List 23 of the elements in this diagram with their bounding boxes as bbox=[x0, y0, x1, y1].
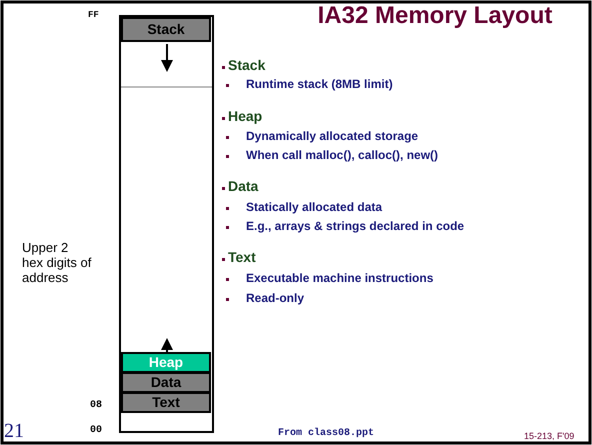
source-note: From class08.ppt bbox=[278, 428, 374, 439]
stack-segment: Stack bbox=[121, 17, 211, 42]
bullet-text: Runtime stack (8MB limit) bbox=[222, 77, 393, 91]
heap-segment: Heap bbox=[121, 352, 211, 373]
text-segment: Text bbox=[121, 392, 211, 413]
bullet-text: When call malloc(), calloc(), new() bbox=[222, 148, 438, 162]
axis-note: Upper 2 hex digits of address bbox=[22, 240, 92, 285]
address-label: 00 bbox=[90, 425, 102, 436]
bullet-text: Statically allocated data bbox=[222, 200, 382, 214]
bullet-heading: Heap bbox=[222, 108, 262, 124]
course-label: 15-213, F'09 bbox=[524, 431, 574, 441]
data-segment: Data bbox=[121, 372, 211, 393]
bullet-text: Read-only bbox=[222, 291, 304, 305]
bullet-heading: Stack bbox=[222, 57, 266, 73]
bullet-text: Dynamically allocated storage bbox=[222, 129, 418, 143]
slide-title: IA32 Memory Layout bbox=[316, 4, 554, 28]
bullet-heading: Text bbox=[222, 249, 256, 265]
bullet-text: E.g., arrays & strings declared in code bbox=[222, 219, 464, 233]
bullet-text: Executable machine instructions bbox=[222, 271, 434, 285]
address-label: FF bbox=[88, 10, 99, 20]
bullet-heading: Data bbox=[222, 178, 258, 194]
address-label: 08 bbox=[90, 400, 102, 411]
slide-number: 21 bbox=[4, 420, 24, 443]
